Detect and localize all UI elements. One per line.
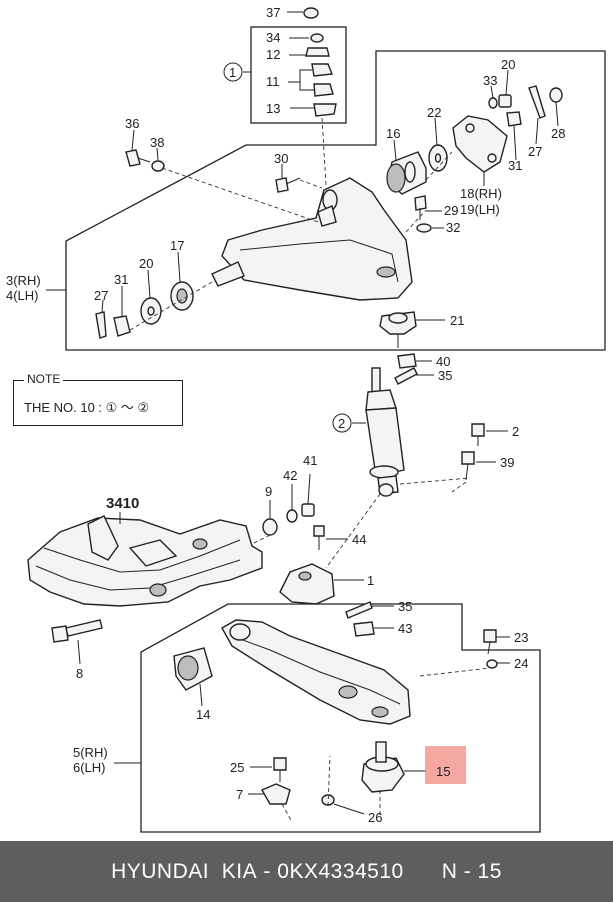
circled-two-label: 2 [338,416,345,431]
callout-35-lower: 35 [398,599,412,614]
callout-7: 7 [236,787,243,802]
callout-41: 41 [303,453,317,468]
callout-2: 2 [512,424,519,439]
note-box: NOTE THE NO. 10 : ① ～ ② [13,372,183,426]
callout-8: 8 [76,666,83,681]
callout-5rh: 5(RH) [73,745,108,760]
exploded-suspension-diagram: 37 34 12 11 13 1 20 33 22 16 28 27 31 18… [6,5,606,833]
callout-21: 21 [450,313,464,328]
group-box-lower-arm [140,603,541,833]
callout-26: 26 [368,810,382,825]
callout-9: 9 [265,484,272,499]
footer-position: N - 15 [441,859,502,883]
callout-35-upper: 35 [438,368,452,383]
frame-crossmember [27,515,263,607]
callout-43: 43 [398,621,412,636]
circled-two-marker [332,413,352,433]
callout-31-upper: 31 [508,158,522,173]
group-code-3410: 3410 [106,495,139,512]
upper-control-arm-assembly [95,85,563,348]
callout-23: 23 [514,630,528,645]
callout-15: 15 [436,764,450,779]
callout-20-upper: 20 [501,57,515,72]
callout-42: 42 [283,468,297,483]
callout-14: 14 [196,707,210,722]
callout-13: 13 [266,101,280,116]
callout-32: 32 [446,220,460,235]
bump-stopper-set [287,7,337,186]
callout-24: 24 [514,656,528,671]
callout-39: 39 [500,455,514,470]
circled-one-marker [223,62,243,82]
callout-4lh: 4(LH) [6,288,39,303]
callout-40: 40 [436,354,450,369]
callout-27-upper: 27 [528,144,542,159]
callout-1: 1 [367,573,374,588]
callout-11: 11 [266,74,280,89]
callout-27-lower: 27 [94,288,108,303]
callout-17: 17 [170,238,184,253]
callout-30: 30 [274,151,288,166]
note-title: NOTE [24,372,64,386]
callout-37: 37 [266,5,280,20]
callout-33: 33 [483,73,497,88]
footer-brand: HYUNDAI KIA [111,859,258,883]
callout-34: 34 [266,30,280,45]
shock-absorber [365,353,418,497]
callout-31-lower: 31 [114,272,128,287]
highlight-box-15 [425,746,466,784]
footer-part-number: 0KX4334510 [277,859,404,883]
lower-control-arm-assembly [173,619,510,823]
callout-36: 36 [125,116,139,131]
callout-3rh: 3(RH) [6,273,41,288]
group-box-upper-arm [65,50,606,351]
callout-28: 28 [551,126,565,141]
callout-38: 38 [150,135,164,150]
callout-16: 16 [386,126,400,141]
callout-44: 44 [352,532,366,547]
note-text: THE NO. 10 : ① ～ ② [24,400,150,415]
callout-29: 29 [444,203,458,218]
callout-6lh: 6(LH) [73,760,106,775]
callout-18rh: 18(RH) [460,186,502,201]
callout-19lh: 19(LH) [460,202,500,217]
group-box-1 [250,26,347,124]
circled-one-label: 1 [229,65,236,80]
callout-22: 22 [427,105,441,120]
callout-25: 25 [230,760,244,775]
callout-20-lower: 20 [139,256,153,271]
footer-bar: HYUNDAI KIA - 0KX4334510 N - 15 [0,841,613,902]
callout-12: 12 [266,47,280,62]
